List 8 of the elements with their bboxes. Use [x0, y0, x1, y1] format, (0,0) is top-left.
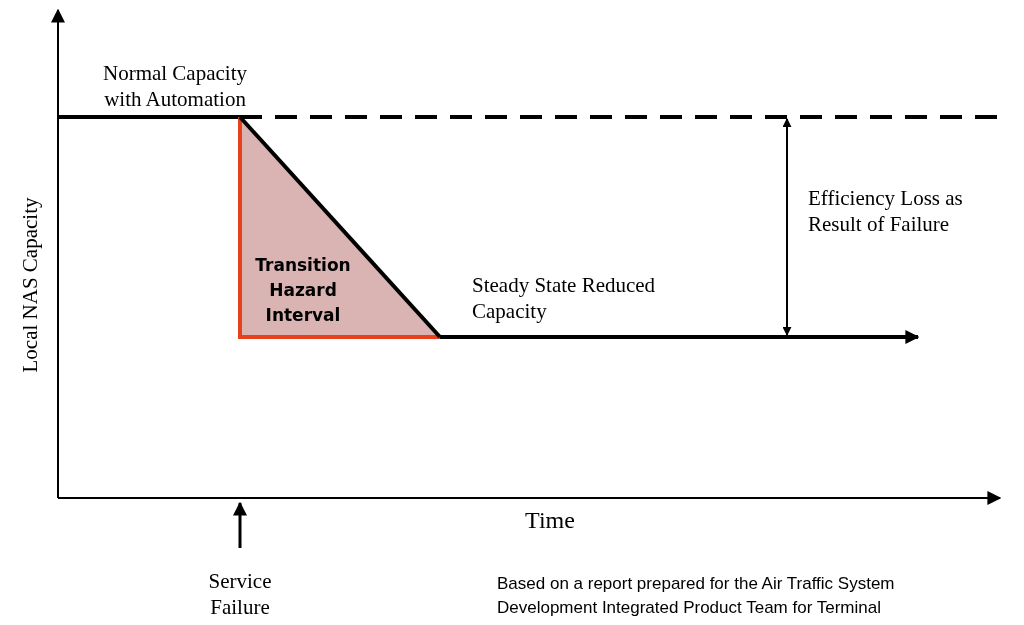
event-label: Service Failure	[207, 568, 273, 620]
efficiency-loss-label: Efficiency Loss as Result of Failure	[808, 185, 963, 237]
reduced-capacity-label: Steady State Reduced Capacity	[472, 272, 657, 324]
source-note: Based on a report prepared for the Air Traffic System Development Integrated Product Team for Terminal	[497, 573, 896, 619]
axis-title: Time	[524, 507, 576, 533]
hazard-label: Transition Hazard Interval	[254, 254, 352, 327]
capacity-label: Normal Capacity with Automation	[101, 60, 248, 112]
axis-title: Local NAS Capacity	[17, 196, 43, 375]
